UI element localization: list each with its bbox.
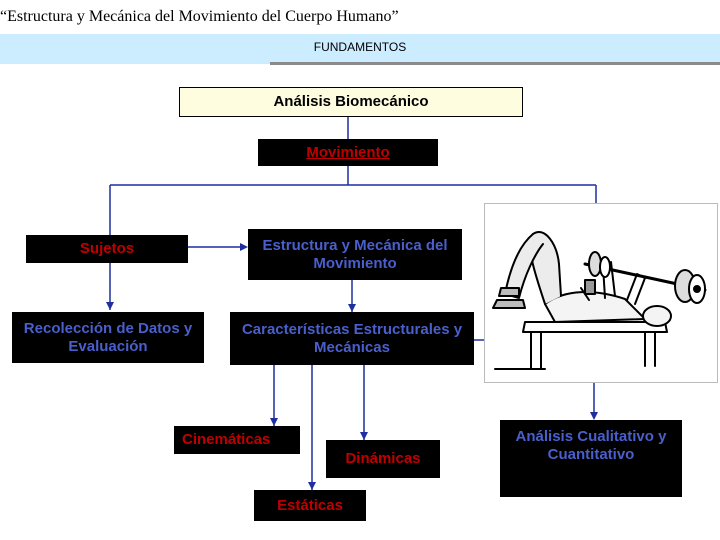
node-root: Análisis Biomecánico — [179, 87, 523, 117]
node-analisis-label: Análisis Cualitativo y Cuantitativo — [515, 428, 667, 463]
node-movimiento-label: Movimiento — [306, 143, 390, 161]
node-estaticas-label: Estáticas — [277, 496, 343, 514]
arrow-caracteristicas — [348, 304, 356, 312]
node-analisis-cualitativo: Análisis Cualitativo y Cuantitativo — [500, 420, 682, 497]
bench-press-illustration — [484, 203, 718, 383]
node-dinamicas-label: Dinámicas — [345, 450, 421, 467]
page-subtitle: FUNDAMENTOS — [313, 40, 407, 54]
node-caracteristicas: Características Estructurales y Mecánica… — [230, 312, 474, 365]
band-rule — [270, 62, 720, 65]
node-movimiento: Movimiento — [258, 139, 438, 166]
node-cinematicas-label: Cinemáticas — [182, 431, 271, 448]
node-sujetos: Sujetos — [26, 235, 188, 263]
node-recoleccion: Recolección de Datos y Evaluación — [12, 312, 204, 363]
node-root-label: Análisis Biomecánico — [273, 93, 429, 110]
arrow-estructura — [240, 243, 248, 251]
arrow-dinamicas — [360, 432, 368, 440]
node-recoleccion-label: Recolección de Datos y Evaluación — [23, 319, 193, 355]
subtitle-band — [0, 34, 720, 64]
page-title: “Estructura y Mecánica del Movimiento de… — [0, 8, 399, 25]
node-estructura-label: Estructura y Mecánica del Movimiento — [262, 236, 448, 272]
arrow-estaticas — [308, 482, 316, 490]
node-estaticas: Estáticas — [254, 490, 366, 521]
bench-press-figure — [492, 231, 707, 370]
arrow-cinematicas — [270, 418, 278, 426]
node-cinematicas: Cinemáticas — [174, 426, 300, 454]
node-dinamicas: Dinámicas — [326, 440, 440, 478]
arrow-recoleccion — [106, 302, 114, 310]
node-caracteristicas-label: Características Estructurales y Mecánica… — [241, 320, 463, 356]
node-estructura-mecanica: Estructura y Mecánica del Movimiento — [248, 229, 462, 280]
title-bar — [0, 0, 720, 34]
arrow-analisis — [590, 412, 598, 420]
node-sujetos-label: Sujetos — [79, 240, 135, 257]
